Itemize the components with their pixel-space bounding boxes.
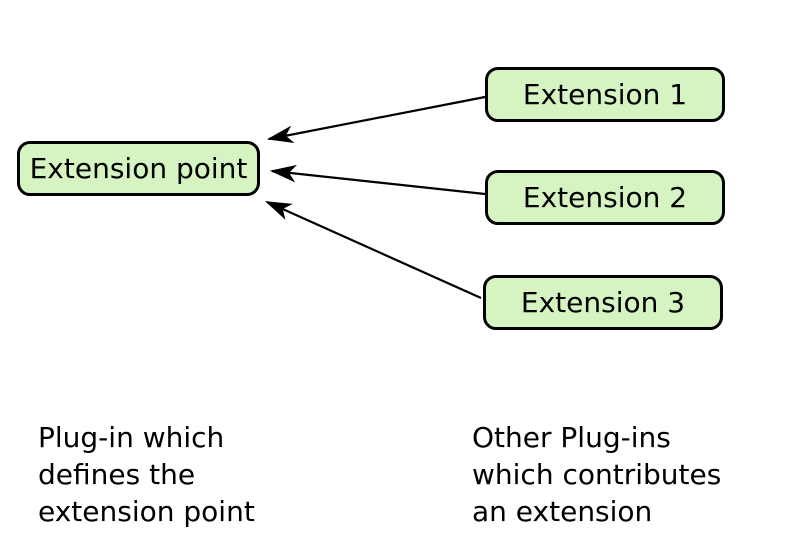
extension-3-box: Extension 3 <box>483 275 723 330</box>
extension-point-label: Extension point <box>29 152 248 185</box>
caption-right-line-1: Other Plug-ins <box>472 421 671 454</box>
caption-left-line-2: defines the <box>38 458 196 491</box>
caption-right-line-3: an extension <box>472 495 653 528</box>
extension-1-label: Extension 1 <box>522 78 688 111</box>
arrow-extension3-to-point <box>264 200 482 300</box>
caption-left-line-1: Plug-in which <box>38 421 225 454</box>
caption-right-line-2: which contributes <box>472 458 722 491</box>
caption-left-line-3: extension point <box>38 495 255 528</box>
extension-point-box: Extension point <box>17 141 260 196</box>
extension-1-box: Extension 1 <box>485 67 725 122</box>
caption-right: Other Plug-ins which contributes an exte… <box>472 419 721 530</box>
arrow-extension2-to-point <box>269 164 486 196</box>
extension-3-label: Extension 3 <box>520 286 686 319</box>
extension-2-label: Extension 2 <box>522 181 688 214</box>
caption-left: Plug-in which defines the extension poin… <box>38 419 255 530</box>
extension-2-box: Extension 2 <box>485 170 725 225</box>
arrow-extension1-to-point <box>266 95 486 144</box>
